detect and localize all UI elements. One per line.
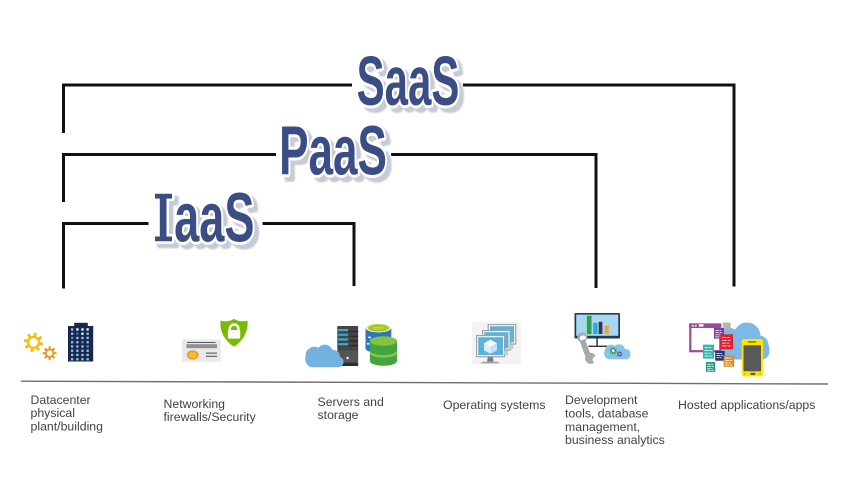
svg-text:management,: management, [565,420,640,434]
svg-text:tools, database: tools, database [565,406,649,420]
svg-text:physical: physical [31,406,75,420]
svg-text:Networking: Networking [164,397,226,411]
svg-text:firewalls/Security: firewalls/Security [164,410,257,424]
svg-text:plant/building: plant/building [31,419,104,433]
svg-text:PaaS: PaaS [284,117,392,195]
svg-text:business analytics: business analytics [565,433,665,447]
svg-text:aaS: aaS [179,184,259,261]
svg-text:storage: storage [318,408,359,422]
svg-text:Development: Development [565,393,638,407]
svg-text:PaaS: PaaS [279,112,387,190]
svg-text:Operating systems: Operating systems [443,398,546,412]
svg-text:Servers and: Servers and [318,395,384,409]
svg-text:SaaS: SaaS [357,43,460,121]
svg-text:Datacenter: Datacenter [31,393,91,407]
svg-text:aaS: aaS [174,180,254,257]
svg-text:SaaS: SaaS [361,48,464,126]
svg-text:Hosted applications/apps: Hosted applications/apps [678,398,815,412]
